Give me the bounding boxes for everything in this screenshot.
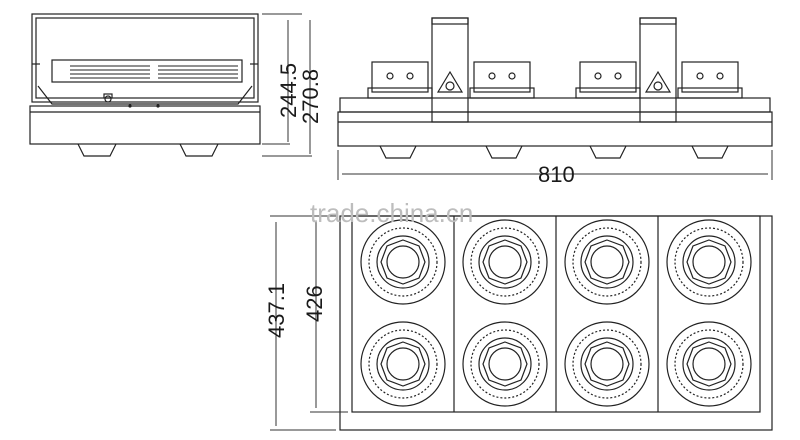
lamp-head [469,61,535,99]
lamp-grid [360,219,752,407]
lamp-head [677,61,743,99]
watermark: trade.china.cn [310,198,473,228]
dimension-label-437-1: 437.1 [264,283,289,338]
lamp-fixture [360,219,446,305]
lamp-fixture [462,219,548,305]
side-view [29,13,312,157]
lamp-fixture [360,321,446,407]
lamp-fixture [462,321,548,407]
lamp-head [367,61,433,99]
lamp-fixture [666,321,752,407]
lamp-head [575,61,641,99]
dimension-label-244-5: 244.5 [276,63,301,118]
top-view [270,215,773,431]
dimension-label-270-8: 270.8 [298,69,323,124]
dimension-label-810: 810 [538,162,575,187]
front-view [337,17,773,180]
dimension-label-426: 426 [302,285,327,322]
lamp-fixture [564,321,650,407]
lamp-fixture [666,219,752,305]
lamp-fixture [564,219,650,305]
